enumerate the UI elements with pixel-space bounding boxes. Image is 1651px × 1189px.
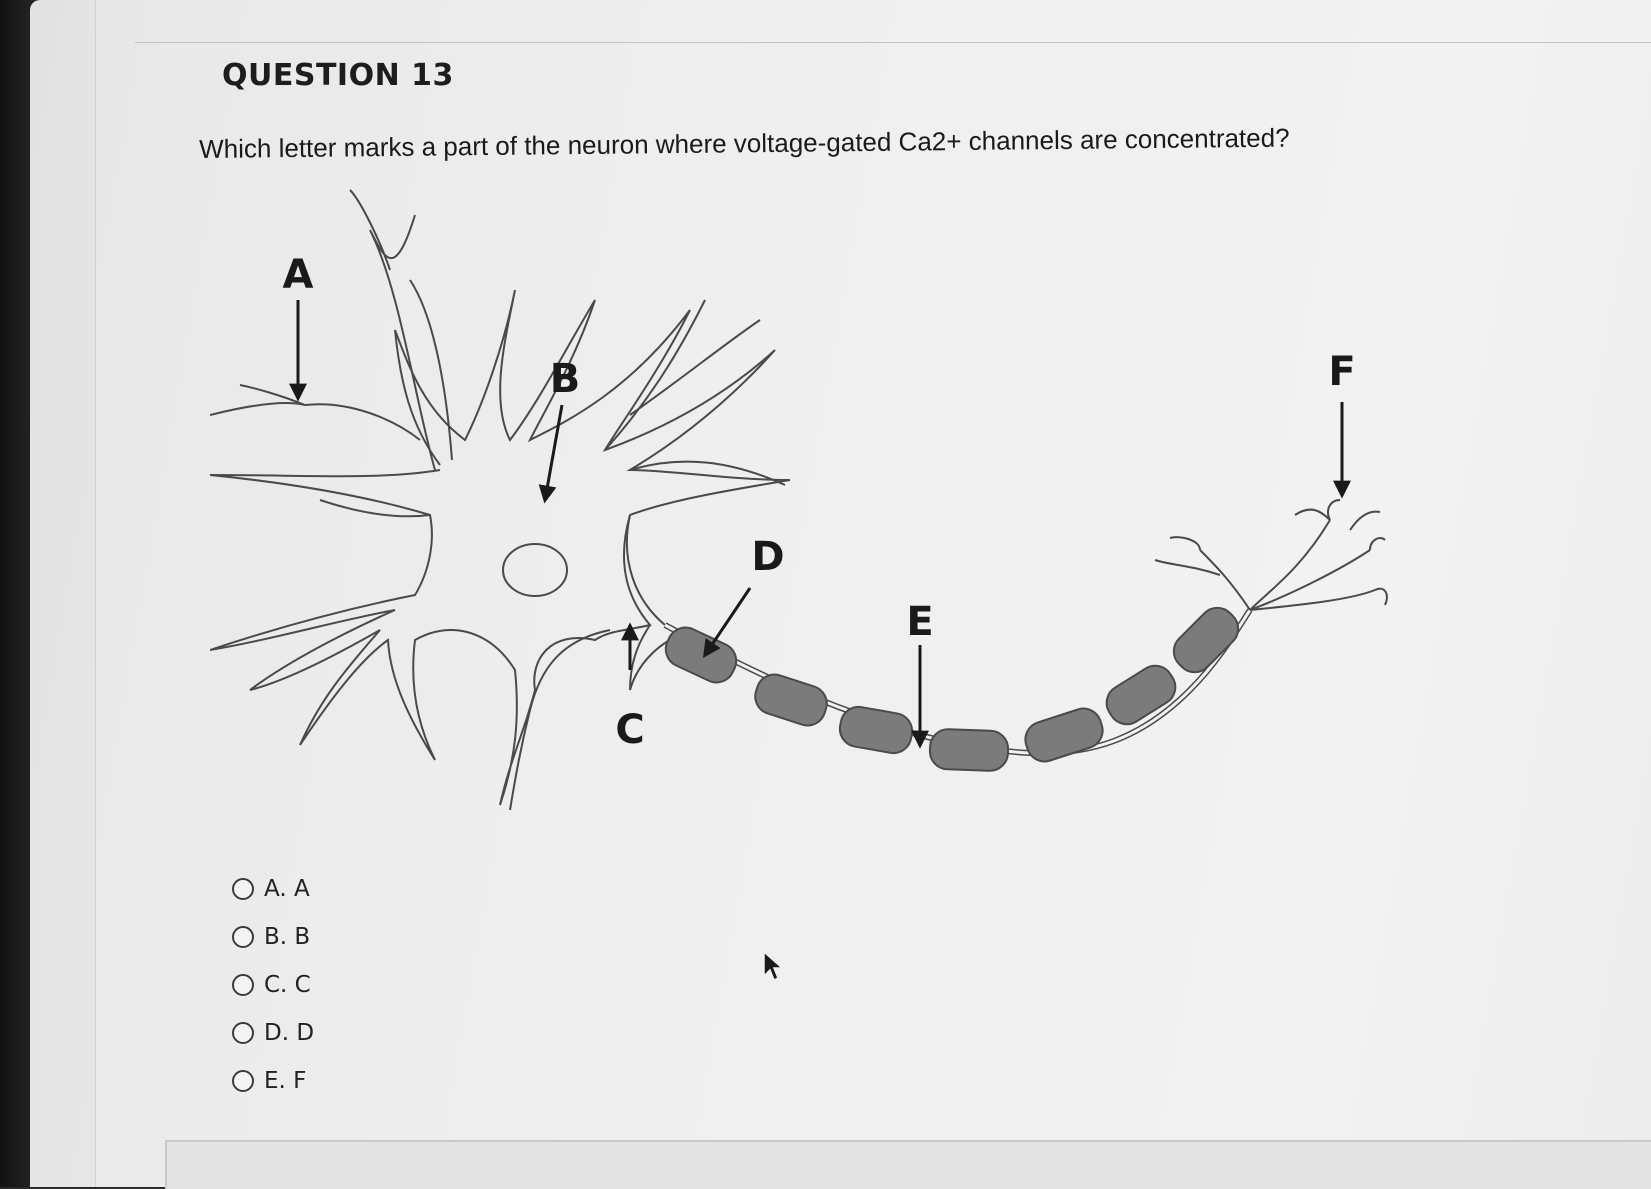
option-c-label: C. C xyxy=(264,972,311,998)
radio-option-b[interactable] xyxy=(232,926,254,948)
radio-option-e[interactable] xyxy=(232,1070,254,1092)
neuron-diagram: A B C D E F xyxy=(210,170,1480,860)
option-b[interactable]: B. B xyxy=(232,913,314,961)
option-b-label: B. B xyxy=(264,924,311,950)
option-c[interactable]: C. C xyxy=(232,961,314,1009)
label-arrows xyxy=(289,300,1351,749)
label-d: D xyxy=(751,534,784,580)
question-divider xyxy=(135,42,1651,43)
myelin-sheath xyxy=(664,606,1240,772)
option-e-label: E. F xyxy=(264,1068,307,1094)
content-panel xyxy=(95,0,1651,1187)
mouse-pointer-icon xyxy=(763,950,784,982)
option-a[interactable]: A. A xyxy=(232,865,314,913)
radio-option-d[interactable] xyxy=(232,1022,254,1044)
option-d-label: D. D xyxy=(264,1020,315,1046)
label-f: F xyxy=(1328,349,1355,395)
question-title: QUESTION 13 xyxy=(222,58,454,93)
cell-body xyxy=(210,189,791,811)
radio-option-c[interactable] xyxy=(232,974,254,996)
label-c: C xyxy=(615,707,644,753)
option-a-label: A. A xyxy=(264,876,310,902)
radio-option-a[interactable] xyxy=(232,878,254,900)
label-e: E xyxy=(906,599,933,645)
option-e[interactable]: E. F xyxy=(232,1057,314,1105)
answer-options: A. A B. B C. C D. D E. F xyxy=(232,865,314,1105)
axon-terminals xyxy=(1154,499,1388,611)
option-d[interactable]: D. D xyxy=(232,1009,314,1057)
label-a: A xyxy=(283,252,314,298)
label-b: B xyxy=(550,356,581,402)
next-question-panel xyxy=(165,1140,1651,1189)
